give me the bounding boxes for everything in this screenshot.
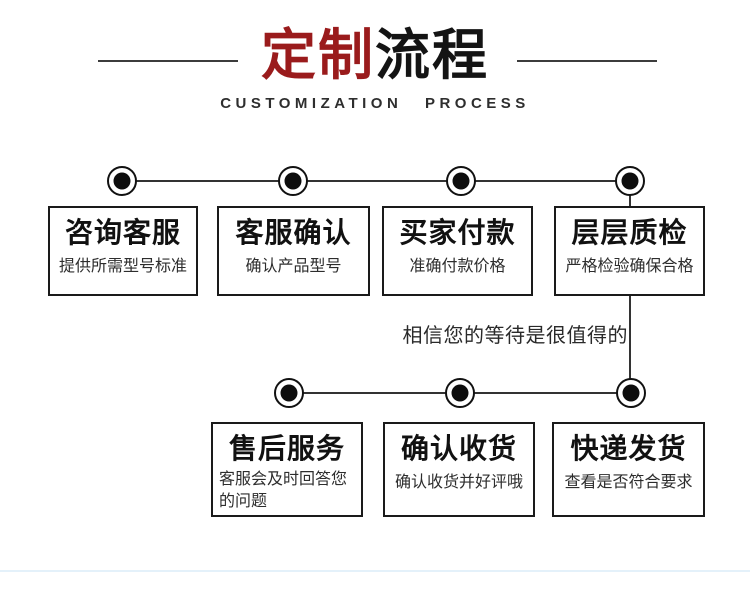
step-node-3 (446, 166, 476, 196)
step-desc: 确认产品型号 (245, 258, 342, 275)
page-subtitle: CUSTOMIZATION PROCESS (220, 95, 530, 112)
title-rule-right (517, 60, 657, 62)
step-box-confirm-receipt: 确认收货 确认收货并好评哦 (383, 422, 535, 517)
step-desc: 严格检验确保合格 (565, 258, 694, 275)
waiting-note: 相信您的等待是很值得的 (402, 325, 628, 347)
step-desc: 确认收货并好评哦 (394, 474, 523, 491)
step-desc: 查看是否符合要求 (564, 474, 693, 491)
step-title: 快递发货 (570, 433, 687, 464)
footer-divider (0, 570, 750, 572)
step-box-service-confirm: 客服确认 确认产品型号 (217, 206, 370, 296)
step-box-quality-check: 层层质检 严格检验确保合格 (554, 206, 705, 296)
step-node-1 (107, 166, 137, 196)
step-node-5 (274, 378, 304, 408)
connector-line-row1 (122, 180, 630, 182)
page-title: 定制流程 (0, 24, 750, 86)
page-title-accent: 定制 (260, 24, 375, 86)
step-node-7 (616, 378, 646, 408)
step-title: 客服确认 (235, 217, 352, 248)
step-title: 确认收货 (400, 433, 517, 464)
step-box-express-delivery: 快递发货 查看是否符合要求 (552, 422, 705, 517)
step-node-2 (278, 166, 308, 196)
step-desc: 提供所需型号标准 (58, 258, 187, 275)
step-box-consult-service: 咨询客服 提供所需型号标准 (48, 206, 198, 296)
step-desc: 客服会及时回答您的问题 (219, 471, 348, 510)
page-title-main: 流程 (375, 24, 490, 86)
step-box-buyer-payment: 买家付款 准确付款价格 (382, 206, 533, 296)
step-title: 售后服务 (228, 433, 345, 464)
step-node-4 (615, 166, 645, 196)
step-node-6 (445, 378, 475, 408)
step-title: 咨询客服 (64, 217, 181, 248)
step-title: 买家付款 (399, 217, 516, 248)
step-box-after-sale: 售后服务 客服会及时回答您的问题 (211, 422, 363, 517)
step-desc: 准确付款价格 (409, 258, 506, 275)
step-title: 层层质检 (571, 217, 688, 248)
title-rule-left (98, 60, 238, 62)
